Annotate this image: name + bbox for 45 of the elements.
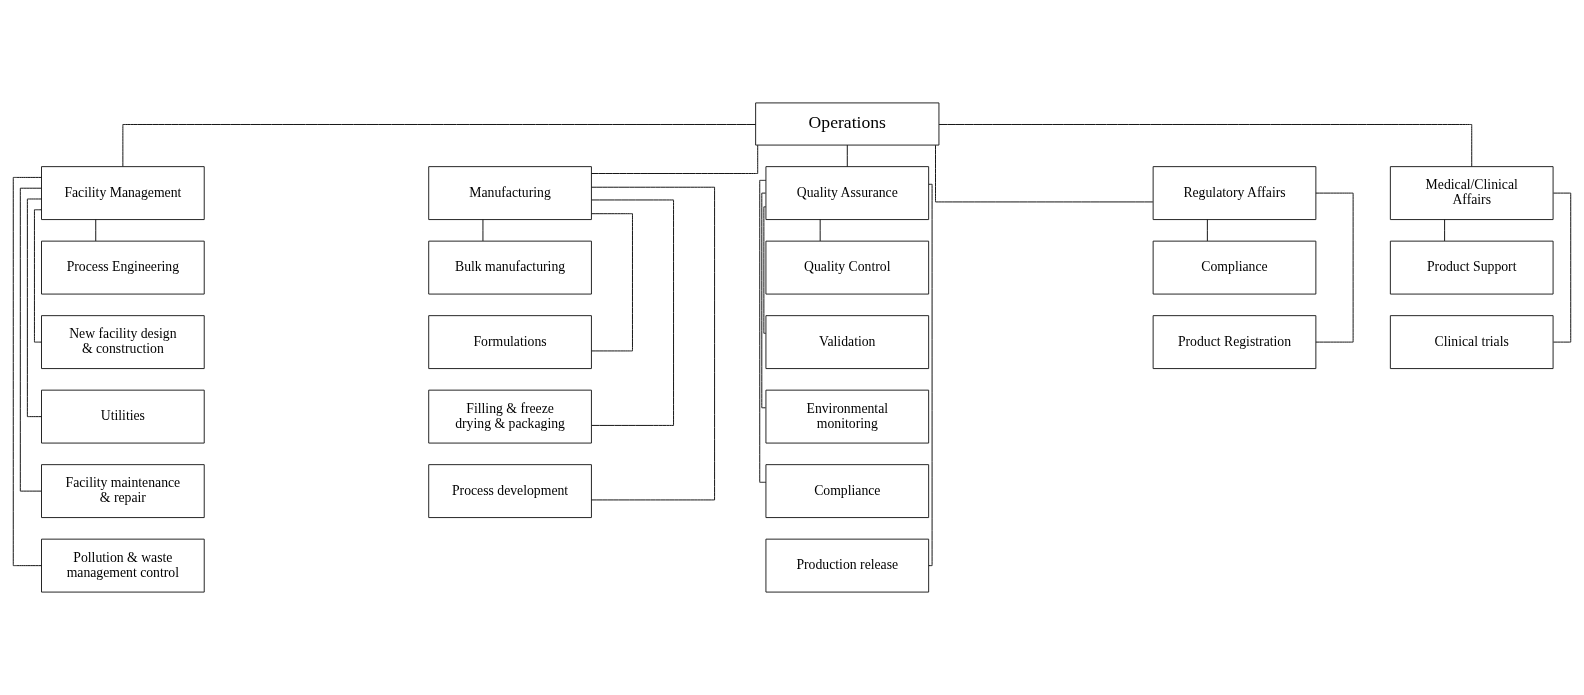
node-box: Filling & freeze drying & packaging <box>428 389 592 444</box>
node-box: Quality Assurance <box>765 166 930 221</box>
node-box: Environmental monitoring <box>765 389 930 444</box>
node-box: Operations <box>755 102 940 146</box>
node-box: Process Engineering <box>41 240 205 295</box>
node-box: Clinical trials <box>1389 315 1554 370</box>
node-box: Quality Control <box>765 240 930 295</box>
connector <box>33 209 42 343</box>
connector <box>122 124 757 167</box>
connector <box>846 144 848 167</box>
connector <box>591 199 674 426</box>
node-box: Pollution & waste management control <box>41 538 205 593</box>
connector <box>819 219 821 242</box>
node-box: Facility Management <box>41 166 205 221</box>
connector <box>95 219 97 242</box>
node-box: Product Support <box>1389 240 1554 295</box>
node-box: Compliance <box>765 464 930 519</box>
connector <box>763 206 767 334</box>
node-box: Manufacturing <box>428 166 592 221</box>
connector <box>1315 192 1354 343</box>
node-box: Production release <box>765 538 930 593</box>
node-box: Utilities <box>41 389 205 444</box>
connector <box>26 198 42 418</box>
connector <box>482 219 484 242</box>
node-box: Compliance <box>1152 240 1317 295</box>
node-box: Process development <box>428 464 592 519</box>
node-box: New facility design & construction <box>41 315 205 370</box>
node-box: Bulk manufacturing <box>428 240 592 295</box>
connector <box>938 124 1473 167</box>
connector <box>19 187 42 492</box>
node-box: Regulatory Affairs <box>1152 166 1317 221</box>
connector <box>591 186 716 501</box>
connector <box>761 192 766 409</box>
connector <box>1444 219 1446 242</box>
node-box: Formulations <box>428 315 592 370</box>
connector <box>12 176 42 567</box>
node-box: Validation <box>765 315 930 370</box>
node-box: Product Registration <box>1152 315 1317 370</box>
connector <box>591 213 633 352</box>
node-box: Facility maintenance & repair <box>41 464 205 519</box>
connector <box>935 144 1154 203</box>
connector <box>591 144 759 174</box>
connector <box>928 183 933 567</box>
node-box: Medical/Clinical Affairs <box>1389 166 1554 221</box>
connector <box>1206 219 1208 242</box>
